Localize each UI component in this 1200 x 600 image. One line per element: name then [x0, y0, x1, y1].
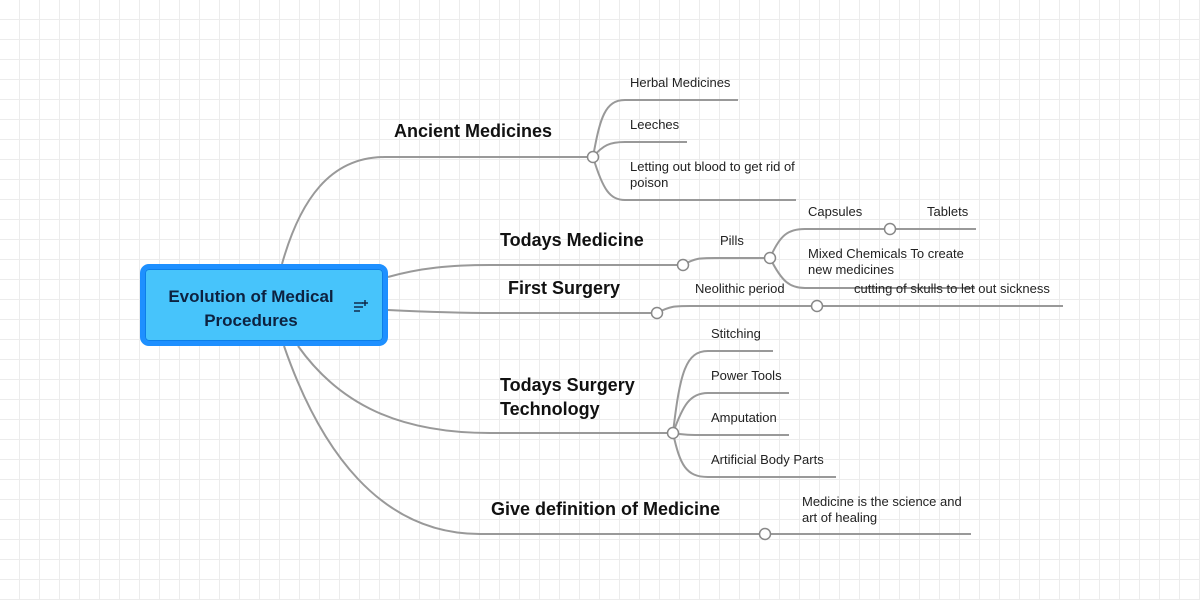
subtopic-power-tools[interactable]: Power Tools: [711, 368, 782, 383]
central-topic[interactable]: Evolution of Medical Procedures: [140, 264, 388, 346]
collapse-node-definition: [758, 527, 772, 541]
link-letting: [592, 156, 796, 201]
link-mixed: [769, 257, 975, 289]
link-pills: [682, 257, 770, 266]
collapse-node-ancient: [586, 150, 600, 164]
subtopic-amputation[interactable]: Amputation: [711, 410, 777, 425]
link-power: [672, 392, 789, 434]
topic-todays-surgery-technology[interactable]: Todays Surgery Technology: [500, 375, 635, 419]
link-ancient: [281, 156, 593, 265]
link-capsules: [769, 228, 890, 259]
subtopic-letting-out-blood[interactable]: Letting out blood to get rid of poison: [630, 159, 795, 190]
topic-ancient-medicines[interactable]: Ancient Medicines: [394, 121, 553, 141]
subtopic-neolithic-period[interactable]: Neolithic period: [695, 281, 785, 296]
collapse-node-first-surgery: [650, 306, 664, 320]
link-todays-medicine: [387, 264, 683, 278]
link-stitching: [672, 350, 773, 434]
link-amputation: [672, 432, 789, 436]
link-artificial: [672, 432, 836, 478]
subtopic-stitching[interactable]: Stitching: [711, 326, 761, 341]
subtopic-herbal-medicines[interactable]: Herbal Medicines: [630, 75, 731, 90]
link-leeches: [592, 141, 687, 158]
link-first-surgery: [387, 309, 657, 314]
central-topic-title: Evolution of Medical Procedures: [168, 287, 334, 330]
subtopic-cutting-of-skulls[interactable]: cutting of skulls to let out sickness: [854, 281, 1050, 296]
link-todays-surgery: [297, 345, 673, 434]
collapse-node-capsules: [883, 222, 897, 236]
subtopic-medicine-definition[interactable]: Medicine is the science and art of heali…: [802, 494, 962, 525]
subtopic-capsules[interactable]: Capsules: [808, 204, 863, 219]
collapse-node-pills: [763, 251, 777, 265]
subtopic-tablets[interactable]: Tablets: [927, 204, 969, 219]
link-definition: [283, 345, 765, 535]
collapse-node-todays-medicine: [676, 258, 690, 272]
topic-first-surgery[interactable]: First Surgery: [508, 278, 621, 298]
collapse-node-neolithic: [810, 299, 824, 313]
subtopic-pills[interactable]: Pills: [720, 233, 744, 248]
link-neolithic: [656, 305, 817, 314]
notes-add-icon[interactable]: [353, 299, 369, 315]
collapse-node-todays-surgery: [666, 426, 680, 440]
subtopic-mixed-chemicals[interactable]: Mixed Chemicals To create new medicines: [808, 246, 964, 277]
link-herbal: [592, 99, 738, 158]
subtopic-artificial-body-parts[interactable]: Artificial Body Parts: [711, 452, 824, 467]
topic-todays-medicine[interactable]: Todays Medicine: [500, 230, 644, 250]
topic-definition-of-medicine[interactable]: Give definition of Medicine: [491, 499, 721, 519]
subtopic-leeches[interactable]: Leeches: [630, 117, 680, 132]
